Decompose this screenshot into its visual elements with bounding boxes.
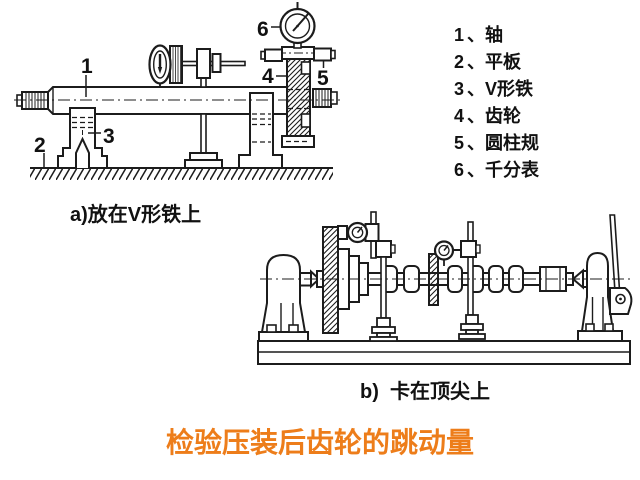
figure-a-caption: a)放在V形铁上: [70, 204, 202, 226]
indicator-stand: [179, 48, 246, 169]
side-dial-indicator: [148, 44, 183, 87]
surface-plate: [30, 167, 333, 180]
gear-disc: [322, 226, 339, 334]
legend: 1、轴 2、平板 3、V形铁 4、齿轮 5、圆柱规 6、千分表: [454, 22, 539, 184]
part-label-6: 6: [257, 18, 269, 41]
indicator-stand-1: [337, 211, 398, 342]
figure-a-drawing: 1 2 3 4 5 6: [14, 2, 344, 180]
part-label-4: 4: [262, 65, 274, 88]
shaft-right-end: [312, 88, 338, 108]
top-dial-indicator: [279, 2, 316, 49]
part-label-3: 3: [103, 125, 115, 148]
part-labels: 1 2 3 4 5 6: [34, 18, 329, 157]
cylindrical-gauge-right: [313, 47, 336, 62]
cylindrical-gauge-left: [260, 48, 283, 62]
figure-b-caption: b) 卡在顶尖上: [360, 381, 490, 403]
legend-item: 2、平板: [454, 52, 521, 72]
leader-lines: [43, 26, 325, 168]
part-label-1: 1: [81, 55, 93, 78]
gear-assembly: [260, 2, 338, 148]
tailstock-right: [577, 214, 633, 342]
indicator-stand-2: [433, 221, 486, 340]
legend-item: 4、齿轮: [454, 106, 521, 126]
figure-b-drawing: [257, 211, 633, 365]
part-label-5: 5: [317, 67, 329, 90]
part-label-2: 2: [34, 134, 46, 157]
bench-base: [257, 340, 631, 365]
page-title: 检验压装后齿轮的跳动量: [165, 427, 474, 458]
legend-item: 3、V形铁: [454, 79, 534, 99]
v-block-left: [57, 107, 108, 169]
v-block-right: [238, 92, 283, 169]
headstock-left: [258, 253, 324, 342]
legend-item: 6、千分表: [454, 160, 539, 180]
legend-item: 5、圆柱规: [454, 133, 539, 153]
legend-item: 1、轴: [454, 25, 503, 45]
clamp-lever: [609, 214, 633, 315]
